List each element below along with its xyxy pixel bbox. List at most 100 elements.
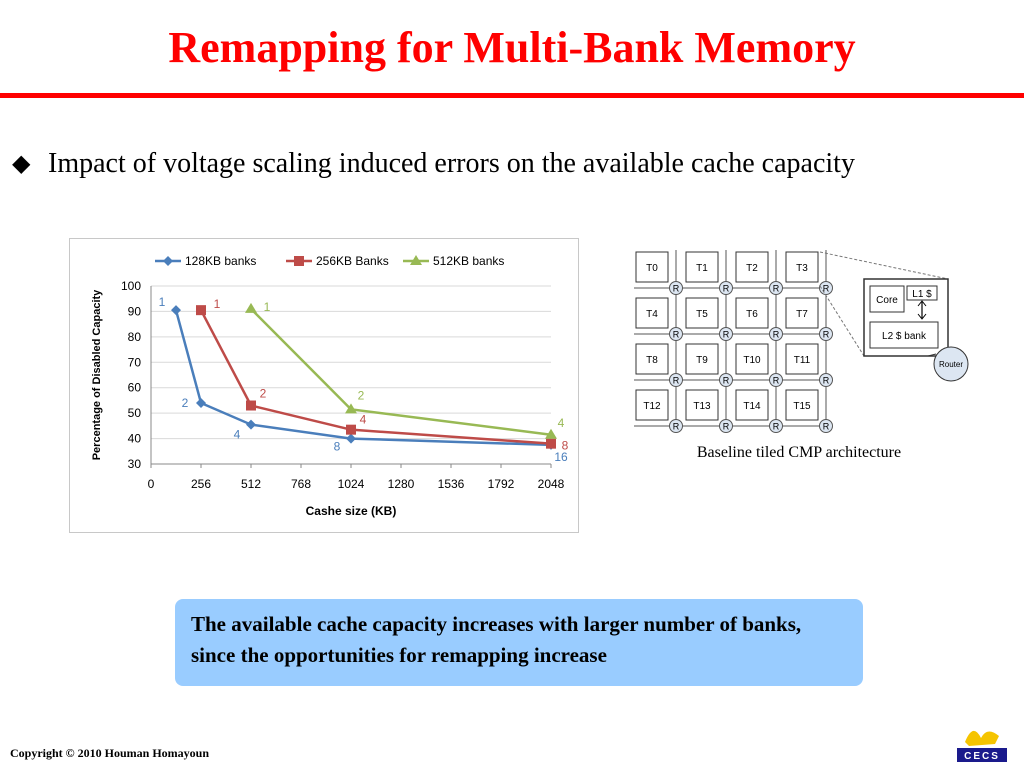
y-tick-label: 90: [128, 304, 142, 318]
data-point: [345, 403, 357, 414]
data-label: 4: [558, 416, 565, 430]
legend-label: 512KB banks: [433, 254, 504, 268]
y-tick-label: 80: [128, 330, 142, 344]
bullet-point: ◆ Impact of voltage scaling induced erro…: [12, 144, 952, 184]
logo-bar: [957, 748, 1007, 762]
tile-box: [785, 389, 819, 421]
core-label: Core: [876, 295, 898, 306]
data-label: 2: [358, 388, 365, 402]
legend-entry: 128KB banks: [155, 254, 256, 268]
data-label: 4: [360, 413, 367, 427]
data-point: [245, 302, 257, 313]
router-node: R: [669, 281, 683, 295]
router-circle: [669, 327, 683, 341]
router-circle: [669, 281, 683, 295]
router-label: R: [723, 284, 730, 294]
core-box: [869, 285, 905, 313]
tile-label: T5: [696, 309, 708, 320]
data-point: [196, 397, 206, 408]
router-label: R: [673, 330, 680, 340]
router-node: R: [719, 373, 733, 387]
router-circle: [769, 419, 783, 433]
legend-entry: 512KB banks: [403, 254, 504, 268]
legend-label: 256KB Banks: [316, 254, 389, 268]
y-tick-label: 30: [128, 457, 142, 471]
router-circle: [719, 373, 733, 387]
tile-box: [785, 343, 819, 375]
tile: T9: [685, 343, 719, 375]
router-node: R: [769, 373, 783, 387]
legend-entry: 256KB Banks: [286, 254, 389, 268]
y-axis-title: Percentage of Disabled Capacity: [91, 289, 103, 460]
router-label: R: [773, 376, 780, 386]
l2-label: L2 $ bank: [882, 331, 927, 342]
tile-label: T0: [646, 263, 658, 274]
router-label: R: [673, 284, 680, 294]
zoom-line: [819, 251, 949, 280]
x-tick-label: 2048: [538, 477, 565, 491]
tile: T14: [735, 389, 769, 421]
router-node: R: [769, 281, 783, 295]
series-line: [199, 309, 552, 445]
data-point: [246, 400, 256, 411]
logo-emblem-icon: [965, 730, 999, 746]
data-label: 16: [554, 450, 568, 464]
router-label: R: [673, 422, 680, 432]
router-node: R: [669, 327, 683, 341]
data-label: 8: [562, 439, 569, 453]
router-label: R: [673, 376, 680, 386]
tile: T8: [635, 343, 669, 375]
router-node: R: [769, 327, 783, 341]
tile-label: T4: [646, 309, 658, 320]
data-label: 1: [264, 300, 271, 314]
tile-box: [635, 343, 669, 375]
diagram-caption: Baseline tiled CMP architecture: [696, 444, 902, 461]
router-circle: [669, 419, 683, 433]
zoom-line: [819, 285, 865, 357]
router-link: [927, 353, 937, 357]
router-label: R: [773, 422, 780, 432]
bullet-text: Impact of voltage scaling induced errors…: [48, 148, 855, 179]
router-circle: [769, 373, 783, 387]
x-tick-label: 1280: [388, 477, 415, 491]
tile: T7: [785, 297, 819, 329]
conclusion-callout: The available cache capacity increases w…: [175, 599, 863, 686]
router-circle: [769, 327, 783, 341]
router-circle: [719, 327, 733, 341]
tile: T11: [785, 343, 819, 375]
router-detail-circle: [933, 346, 969, 382]
tile-label: T1: [696, 263, 708, 274]
tile-box: [685, 251, 719, 283]
y-tick-label: 50: [128, 406, 142, 420]
data-label: 1: [214, 297, 221, 311]
router-circle: [819, 373, 833, 387]
tile-label: T3: [796, 263, 808, 274]
tile-label: T7: [796, 309, 808, 320]
legend-label: 128KB banks: [185, 254, 256, 268]
tile: T6: [735, 297, 769, 329]
l2-box: [869, 321, 939, 349]
data-point: [163, 256, 173, 266]
data-label: 2: [182, 396, 189, 410]
router-circle: [719, 419, 733, 433]
data-point: [545, 428, 557, 439]
x-tick-label: 512: [241, 477, 261, 491]
data-point: [246, 419, 256, 430]
data-label: 2: [260, 387, 267, 401]
router-circle: [819, 327, 833, 341]
tile: T13: [685, 389, 719, 421]
tile: T5: [685, 297, 719, 329]
title-underline: [0, 93, 1024, 98]
tile: T15: [785, 389, 819, 421]
router-node: R: [669, 373, 683, 387]
router-circle: [719, 281, 733, 295]
router-node: R: [719, 419, 733, 433]
y-tick-label: 100: [121, 279, 141, 293]
tile-label: T14: [743, 401, 761, 412]
tile-label: T13: [693, 401, 711, 412]
tile-label: T2: [746, 263, 758, 274]
tile-box: [685, 343, 719, 375]
data-point: [196, 305, 206, 316]
